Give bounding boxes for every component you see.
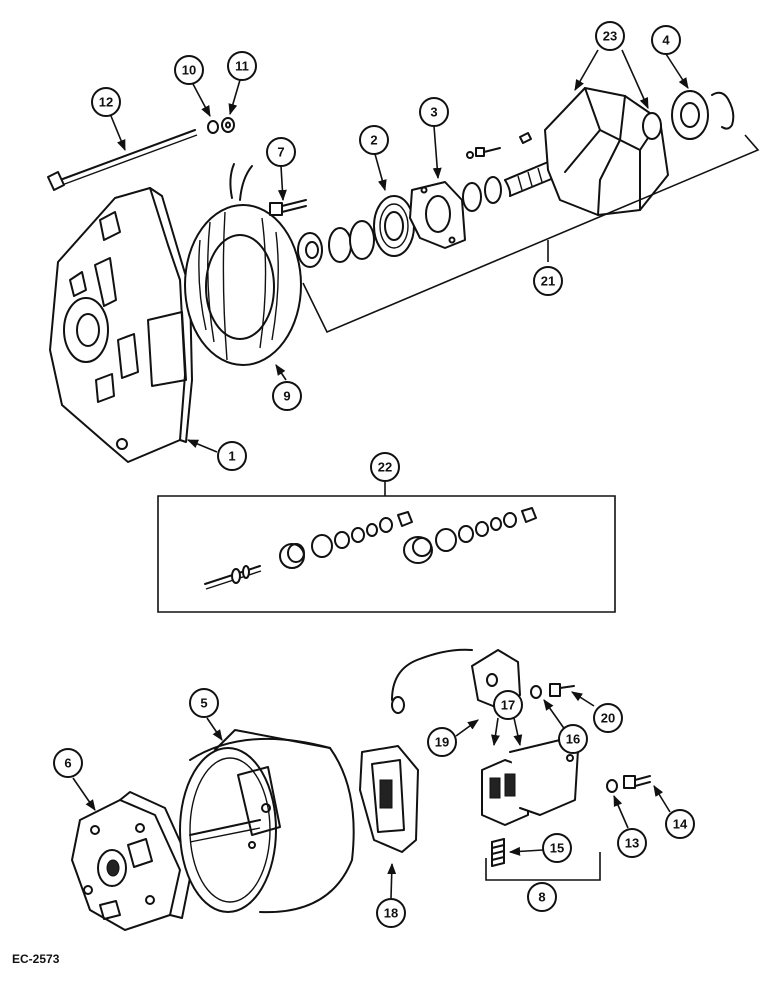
figure-code: EC-2573: [12, 952, 60, 966]
callout-23: 23: [595, 21, 625, 51]
callout-14: 14: [665, 809, 695, 839]
callout-3: 3: [419, 97, 449, 127]
callout-9-label: 9: [283, 389, 290, 404]
cover-part: [359, 745, 419, 853]
callout-17: 17: [493, 690, 523, 720]
callout-12-label: 12: [99, 95, 113, 110]
callout-6: 6: [53, 748, 83, 778]
callout-15-label: 15: [550, 841, 564, 856]
callout-4: 4: [651, 25, 681, 55]
callout-14-label: 14: [673, 817, 688, 832]
callout-15: 15: [542, 833, 572, 863]
callout-1: 1: [217, 441, 247, 471]
callout-5-label: 5: [200, 696, 207, 711]
callout-21: 21: [533, 266, 563, 296]
callout-1-label: 1: [228, 449, 235, 464]
callout-23-label: 23: [603, 29, 617, 44]
callout-18-label: 18: [384, 906, 398, 921]
through-bolt-part: [47, 129, 198, 191]
callout-22-label: 22: [378, 460, 392, 475]
callout-19-label: 19: [435, 735, 449, 750]
stator-part: [184, 163, 302, 366]
callout-2-label: 2: [370, 133, 377, 148]
callout-13: 13: [617, 828, 647, 858]
group-bracket-8: [485, 852, 601, 881]
retainer-plate-part: [409, 181, 466, 249]
callout-17-label: 17: [501, 698, 515, 713]
callout-8: 8: [527, 882, 557, 912]
callout-7-label: 7: [277, 145, 284, 160]
callout-12: 12: [91, 87, 121, 117]
callout-20-label: 20: [601, 711, 615, 726]
regulator-screw-part: [606, 775, 651, 793]
callout-10: 10: [174, 55, 204, 85]
rectifier-plate-part: [71, 791, 193, 931]
callout-3-label: 3: [430, 105, 437, 120]
callout-4-label: 4: [662, 33, 670, 48]
callout-9: 9: [272, 381, 302, 411]
callout-7: 7: [266, 137, 296, 167]
callout-11-label: 11: [235, 59, 249, 74]
callout-11: 11: [227, 51, 257, 81]
callout-19: 19: [427, 727, 457, 757]
small-washers-part: [207, 117, 235, 134]
nut-screw-part: [530, 683, 575, 699]
rear-bearing-part: [671, 90, 735, 140]
callout-10-label: 10: [182, 63, 196, 78]
bearing-retainer-stack-part: [297, 195, 415, 268]
callout-13-label: 13: [625, 836, 639, 851]
leader-lines: [72, 49, 689, 899]
callout-16: 16: [558, 724, 588, 754]
callout-5: 5: [189, 688, 219, 718]
callout-6-label: 6: [64, 756, 71, 771]
screw-7-part: [269, 199, 307, 216]
voltage-regulator-part: [481, 739, 579, 826]
spacer-rings-part: [462, 147, 502, 212]
group-bracket-21: [302, 134, 760, 334]
brush-spring-part: [491, 838, 505, 867]
callout-20: 20: [593, 703, 623, 733]
callout-2: 2: [359, 125, 389, 155]
drive-end-housing-part: [49, 187, 193, 463]
terminal-kit-box: [157, 482, 616, 613]
callout-8-label: 8: [538, 890, 545, 905]
callout-16-label: 16: [566, 732, 580, 747]
rotor-part: [504, 87, 669, 216]
callout-18: 18: [376, 898, 406, 928]
callout-21-label: 21: [541, 274, 555, 289]
callout-22: 22: [370, 452, 400, 482]
slip-ring-end-housing-part: [179, 729, 355, 914]
